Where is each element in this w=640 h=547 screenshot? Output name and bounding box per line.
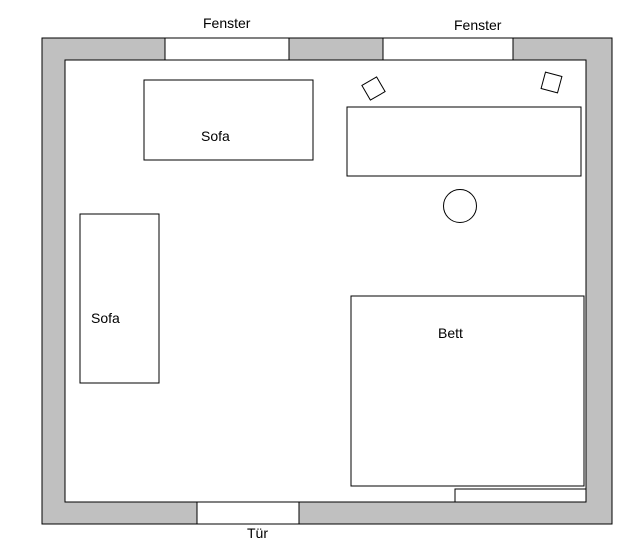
- window-right: [382, 37, 514, 61]
- sofa-top-label: Sofa: [201, 128, 230, 144]
- round-stool: [443, 189, 477, 223]
- chair-left: [361, 76, 386, 101]
- window-right-label: Fenster: [454, 17, 502, 33]
- desk: [346, 106, 582, 177]
- door-label: Tür: [247, 525, 268, 541]
- bed: [350, 295, 585, 487]
- window-left-label: Fenster: [203, 15, 251, 31]
- sofa-top: [143, 79, 314, 161]
- sofa-left: [79, 213, 160, 384]
- door: [196, 501, 300, 525]
- wall-notch: [454, 488, 586, 502]
- window-left: [164, 37, 290, 61]
- bed-label: Bett: [438, 325, 463, 341]
- chair-right: [540, 71, 563, 94]
- sofa-left-label: Sofa: [91, 310, 120, 326]
